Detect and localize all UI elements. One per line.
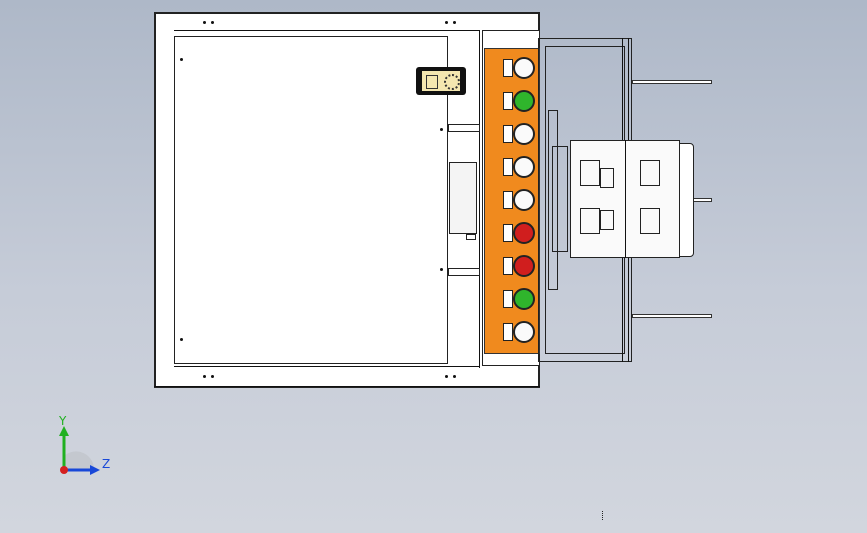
red-switch-icon [513, 255, 535, 277]
screw-dot [211, 375, 214, 378]
fixture-divider [625, 140, 626, 258]
switch-row [500, 89, 540, 115]
switch-row [500, 188, 540, 214]
warning-sticker-face [422, 71, 460, 91]
screw-dot [211, 21, 214, 24]
rod-upper [632, 80, 712, 84]
red-switch-icon [513, 222, 535, 244]
rail-lower [448, 268, 480, 276]
switch-row [500, 155, 540, 181]
clamp [580, 160, 600, 186]
switch-bracket [503, 158, 513, 176]
screw-dot [445, 21, 448, 24]
green-switch-icon [513, 90, 535, 112]
screw-dot [453, 375, 456, 378]
white-switch-icon [513, 57, 535, 79]
screw-dot [203, 375, 206, 378]
clamp [640, 208, 660, 234]
fixture-slide [552, 146, 568, 252]
z-axis-arrow [90, 465, 100, 475]
rail-upper [448, 124, 480, 132]
screw-dot [440, 268, 443, 271]
rod-lower [632, 314, 712, 318]
screw-dot [203, 21, 206, 24]
white-switch-icon [513, 321, 535, 343]
clamp [600, 210, 614, 230]
switch-bracket [503, 59, 513, 77]
screw-dot [453, 21, 456, 24]
cabinet-bottom-inner-line [174, 366, 480, 367]
clamp [580, 208, 600, 234]
switch-row [500, 287, 540, 313]
screw-dot [180, 58, 183, 61]
switch-bracket [503, 224, 513, 242]
side-box-foot [466, 234, 476, 240]
switch-bracket [503, 191, 513, 209]
sun-icon [444, 74, 460, 90]
switch-row [500, 221, 540, 247]
switch-row [500, 122, 540, 148]
cursor-mark [602, 511, 605, 520]
switch-row [500, 56, 540, 82]
switch-bracket [503, 323, 513, 341]
white-switch-icon [513, 156, 535, 178]
y-axis-label: Y [59, 414, 67, 428]
screw-dot [440, 128, 443, 131]
cabinet-right-post [479, 30, 480, 368]
switch-column [500, 56, 540, 346]
switch-bracket [503, 125, 513, 143]
green-switch-icon [513, 288, 535, 310]
switch-bracket [503, 290, 513, 308]
fixture-slide [548, 110, 558, 290]
screw-dot [180, 338, 183, 341]
switch-bracket [503, 92, 513, 110]
warning-sticker [416, 67, 466, 95]
clamp [600, 168, 614, 188]
white-switch-icon [513, 189, 535, 211]
triad-arc [64, 451, 95, 470]
warning-symbol-icon [426, 75, 438, 89]
axis-triad-svg [59, 426, 100, 475]
cabinet-top-inner-line [174, 30, 480, 31]
side-box [449, 162, 477, 234]
axis-triad [52, 416, 122, 476]
white-switch-icon [513, 123, 535, 145]
switch-row [500, 320, 540, 346]
switch-row [500, 254, 540, 280]
x-axis-origin [60, 466, 68, 474]
cabinet-lower-edge [154, 386, 540, 387]
switch-bracket [503, 257, 513, 275]
y-axis-arrow [59, 426, 69, 436]
clamp [640, 160, 660, 186]
cabinet-door-panel [174, 36, 448, 364]
z-axis-label: Z [102, 457, 111, 471]
screw-dot [445, 375, 448, 378]
